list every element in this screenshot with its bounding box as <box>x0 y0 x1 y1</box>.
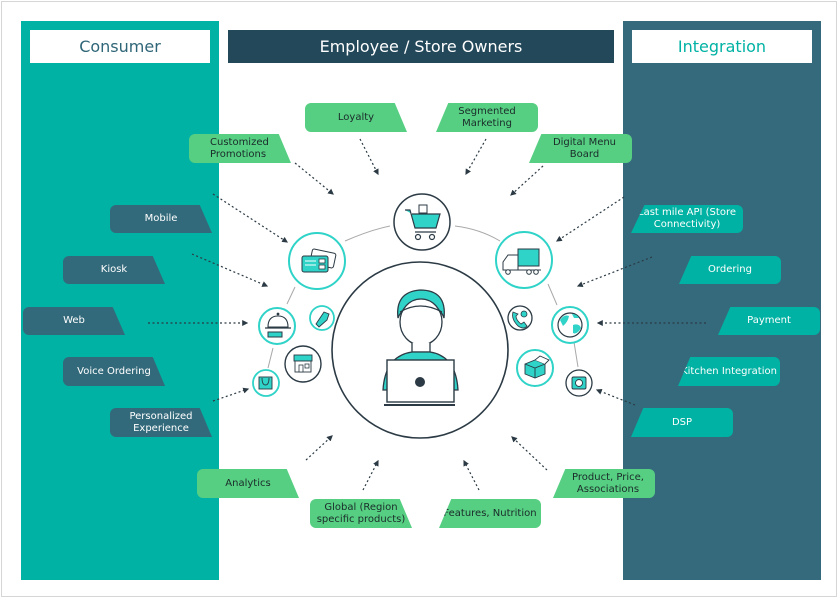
consumer-item-mobile[interactable]: Mobile <box>110 205 212 233</box>
globe-icon <box>551 306 589 344</box>
consumer-header: Consumer <box>30 30 210 63</box>
person-at-laptop-icon <box>331 261 509 439</box>
arrow-kiosk <box>191 253 269 287</box>
arrow-dsp <box>595 388 636 406</box>
connector-arrows <box>148 138 706 491</box>
employee-item-loyalty[interactable]: Loyalty <box>305 103 407 132</box>
consumer-item-web[interactable]: Web <box>23 307 125 335</box>
camera-icon <box>565 369 593 397</box>
arrow-features <box>463 459 480 491</box>
food-serving-cloche-icon <box>258 307 296 345</box>
arrow-segmented-marketing <box>465 138 487 176</box>
integration-item-kitchen-integration[interactable]: Kitchen Integration <box>678 357 780 386</box>
employee-item-features-nutrition[interactable]: Features, Nutrition <box>439 499 541 528</box>
employee-item-analytics[interactable]: Analytics <box>197 469 299 498</box>
integration-item-dsp[interactable]: DSP <box>631 408 733 437</box>
arrow-personalized-experience <box>212 387 250 402</box>
arrow-ordering <box>576 256 653 288</box>
arrow-last-mile <box>555 196 625 242</box>
integration-header: Integration <box>632 30 812 63</box>
arrow-global <box>362 459 379 491</box>
storefront-icon <box>284 345 322 383</box>
shopping-bag-icon <box>252 369 280 397</box>
shopping-cart-icon <box>393 193 451 251</box>
integration-column <box>623 21 821 580</box>
arrow-digital-menu-board <box>510 165 544 196</box>
arrow-customized-promotions <box>294 162 334 195</box>
delivery-truck-icon <box>495 231 553 289</box>
phone-support-icon <box>507 305 533 331</box>
orbit-connectors <box>267 225 579 369</box>
consumer-item-kiosk[interactable]: Kiosk <box>63 256 165 284</box>
arrow-loyalty <box>359 138 379 176</box>
consumer-column <box>21 21 219 580</box>
consumer-item-voice-ordering[interactable]: Voice Ordering <box>63 357 165 386</box>
integration-item-ordering[interactable]: Ordering <box>679 256 781 284</box>
price-tag-icon <box>309 305 335 331</box>
package-box-icon <box>516 349 554 387</box>
arrow-product-price <box>511 436 548 471</box>
arrow-analytics <box>305 435 333 461</box>
employee-item-product-price[interactable]: Product, Price,Associations <box>553 469 655 498</box>
arrow-mobile <box>212 193 289 243</box>
employee-item-digital-menu-board[interactable]: Digital Menu Board <box>529 134 632 163</box>
integration-item-payment[interactable]: Payment <box>718 307 820 335</box>
employee-header: Employee / Store Owners <box>228 30 614 63</box>
payment-terminal-icon <box>288 232 346 290</box>
